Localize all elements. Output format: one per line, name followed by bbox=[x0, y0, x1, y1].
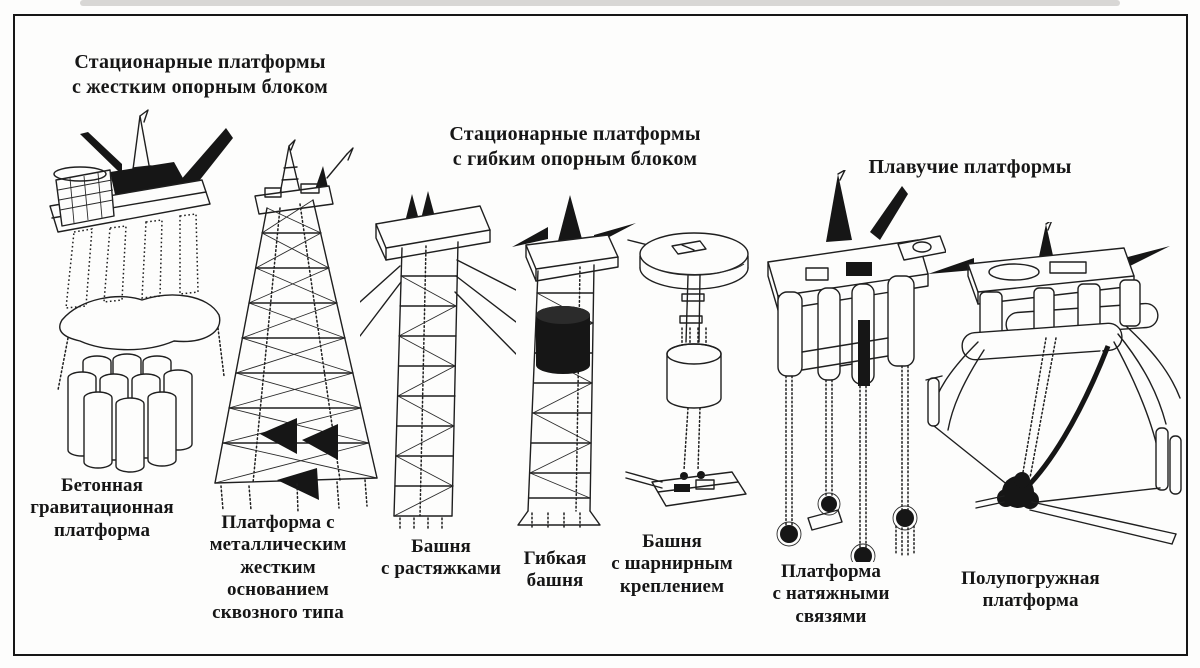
label-steel-jacket-platform: Платформа с металлическим жестким основа… bbox=[209, 512, 347, 623]
group-title-flexible-fixed: Стационарные платформы с гибким опорным … bbox=[449, 123, 701, 170]
articulated-tower-illustration bbox=[625, 232, 749, 507]
group-title-rigid-fixed: Стационарные платформы с жестким опорным… bbox=[71, 51, 329, 98]
steel-jacket-platform-figure bbox=[205, 138, 387, 519]
subsea-manifold bbox=[997, 472, 1039, 509]
label-concrete-gravity-platform: Бетонная гравитационная платформа bbox=[30, 475, 174, 541]
flexible-tower-illustration bbox=[512, 195, 636, 528]
concrete-gravity-platform-illustration bbox=[49, 109, 233, 473]
concrete-gravity-platform-figure bbox=[22, 108, 234, 479]
scan-artifact bbox=[80, 0, 1120, 6]
label-tension-leg-platform: Платформа с натяжными связями bbox=[772, 561, 890, 627]
label-flexible-tower: Гибкая башня bbox=[523, 548, 587, 592]
semi-submersible-platform-figure bbox=[918, 219, 1184, 569]
flexible-tower-figure bbox=[498, 193, 644, 534]
guyed-tower-illustration bbox=[359, 191, 517, 531]
label-guyed-tower: Башня с растяжками bbox=[380, 536, 502, 580]
group-title-floating: Плавучие платформы bbox=[868, 156, 1072, 178]
diagram-frame bbox=[13, 14, 1188, 656]
guyed-tower-figure bbox=[359, 186, 517, 537]
articulated-tower-figure bbox=[622, 220, 768, 531]
tension-leg-platform-illustration bbox=[767, 169, 947, 569]
label-semi-submersible-platform: Полупогружная платформа bbox=[961, 568, 1100, 612]
caisson-cylinders bbox=[67, 353, 193, 473]
steel-jacket-platform-illustration bbox=[214, 139, 378, 513]
label-articulated-tower: Башня с шарнирным креплением bbox=[611, 531, 733, 597]
tendon-anchors bbox=[776, 492, 918, 569]
semi-submersible-platform-illustration bbox=[925, 219, 1182, 545]
tension-leg-platform-figure bbox=[750, 169, 947, 569]
